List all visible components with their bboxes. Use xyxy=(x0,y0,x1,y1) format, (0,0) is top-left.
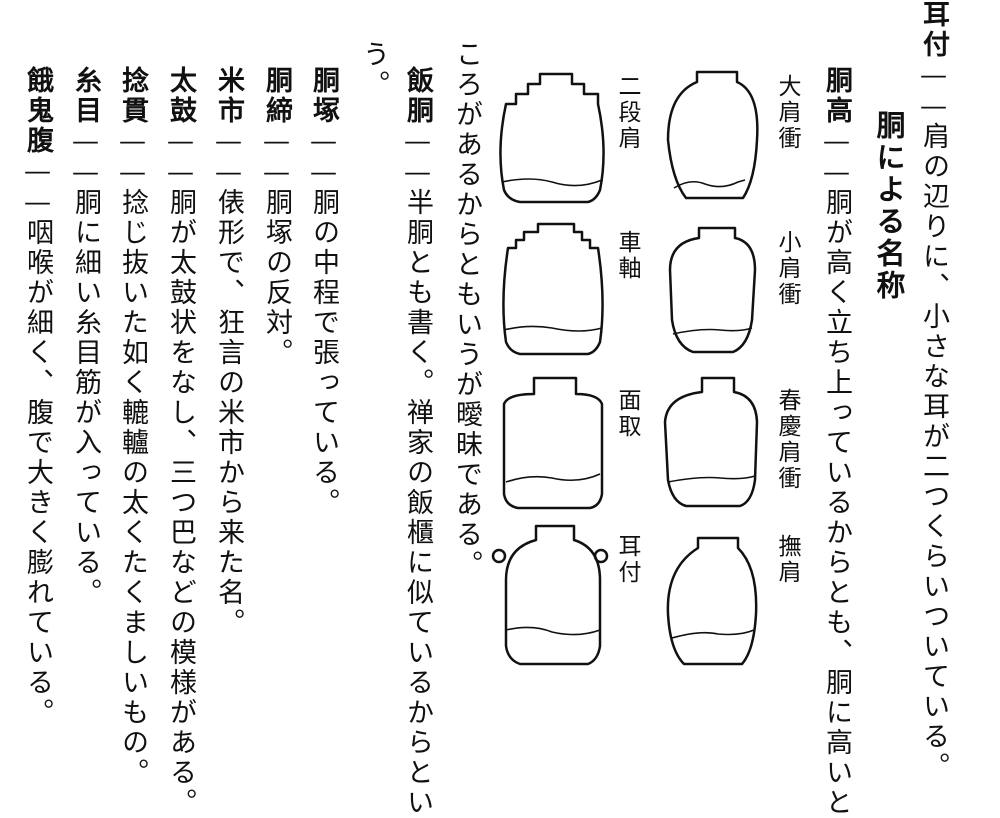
entry-dodaka-continued: ころがあるからともいうが曖昧である。 xyxy=(451,40,482,580)
entry-term: 糸目 xyxy=(70,66,101,126)
entry-dozuka: 胴塚——胴の中程で張っている。 xyxy=(308,66,339,518)
intro-dash: —— xyxy=(918,60,949,122)
pot-nadegata xyxy=(666,536,758,666)
entry-itome: 糸目——胴に細い糸目筋が入っている。 xyxy=(70,66,101,608)
pot-label-shajiku: 車軸 xyxy=(614,230,640,282)
book-page: 耳付——肩の辺りに、小さな耳が二つくらいついている。 胴による名称 胴高——胴が… xyxy=(22,0,949,818)
pot-label-mimitsuki: 耳付 xyxy=(614,534,640,586)
left-lug xyxy=(491,548,507,564)
entry-yoneichi: 米市——俵形で、狂言の米市から来た名。 xyxy=(213,66,244,638)
entry-term: 米市 xyxy=(213,66,244,126)
entry-term: 胴塚 xyxy=(308,66,339,126)
entry-text: 半胴とも書く。禅家の飯櫃に似ているからとい xyxy=(402,188,433,818)
entry-term: 飯胴 xyxy=(402,66,433,126)
entry-dash: —— xyxy=(70,126,101,188)
pot-shajiku xyxy=(502,222,604,356)
entry-nejinuki: 捻貫——捻じ抜いた如く轆轤の太くたくましいもの。 xyxy=(117,66,148,788)
entry-text: 胴が高く立ち上っているからとも、胴に高いと xyxy=(821,188,852,818)
pot-label-shunkei-katatsuki: 春慶肩衝 xyxy=(774,388,800,492)
entry-text: 捻じ抜いた如く轆轤の太くたくましいもの。 xyxy=(117,188,148,788)
right-lug xyxy=(593,548,609,564)
entry-dash: —— xyxy=(308,126,339,188)
entry-term: 捻貫 xyxy=(117,66,148,126)
entry-term: 太鼓 xyxy=(165,66,196,126)
tea-caddy-illustrations xyxy=(491,70,759,666)
entry-text: 胴の中程で張っている。 xyxy=(308,188,339,518)
entry-dash: —— xyxy=(22,156,53,218)
entry-handou: 飯胴——半胴とも書く。禅家の飯櫃に似ているからとい xyxy=(402,66,433,818)
entry-dash: —— xyxy=(261,126,292,188)
entry-gakibara: 餓鬼腹——咽喉が細く、腹で大きく膨れている。 xyxy=(22,66,53,728)
entry-dash: —— xyxy=(117,126,148,188)
entry-taiko: 太鼓——胴が太鼓状をなし、三つ巴などの模様がある。 xyxy=(165,66,196,818)
pot-nidangata xyxy=(499,72,605,204)
pot-mimitsuki xyxy=(491,524,609,666)
entry-term: 胴高 xyxy=(821,66,852,126)
pot-label-kogatatsuki: 小肩衝 xyxy=(774,230,800,308)
pot-mentori xyxy=(502,376,604,510)
entry-text: 胴塚の反対。 xyxy=(261,188,292,368)
entry-dash: —— xyxy=(402,126,433,188)
entry-text: 胴に細い糸目筋が入っている。 xyxy=(70,188,101,608)
entry-dash: —— xyxy=(821,126,852,188)
entry-term: 餓鬼腹 xyxy=(22,66,53,156)
pot-oogatatsuki xyxy=(666,70,759,200)
entry-text: 胴が太鼓状をなし、三つ巴などの模様がある。 xyxy=(165,188,196,818)
section-heading: 胴による名称 xyxy=(872,110,906,302)
pot-label-nidangata: 二段肩 xyxy=(614,74,640,152)
entry-term: 胴締 xyxy=(261,66,292,126)
pot-label-oogatatsuki: 大肩衝 xyxy=(774,74,800,152)
pot-label-nadegata: 撫肩 xyxy=(774,534,800,586)
intro-entry: 耳付——肩の辺りに、小さな耳が二つくらいついている。 xyxy=(918,0,949,782)
pot-shunkei-katatsuki xyxy=(663,376,759,508)
pot-kogatatsuki xyxy=(668,226,757,354)
entry-dash: —— xyxy=(213,126,244,188)
intro-text: 肩の辺りに、小さな耳が二つくらいついている。 xyxy=(918,122,949,782)
entry-text: 咽喉が細く、腹で大きく膨れている。 xyxy=(22,218,53,728)
entry-text: 俵形で、狂言の米市から来た名。 xyxy=(213,188,244,638)
entry-handou-continued: う。 xyxy=(358,40,389,100)
entry-dash: —— xyxy=(165,126,196,188)
entry-dojime: 胴締——胴塚の反対。 xyxy=(261,66,292,368)
pot-label-mentori: 面取 xyxy=(614,388,640,440)
entry-dodaka: 胴高——胴が高く立ち上っているからとも、胴に高いと xyxy=(821,66,852,818)
intro-term: 耳付 xyxy=(918,0,949,60)
